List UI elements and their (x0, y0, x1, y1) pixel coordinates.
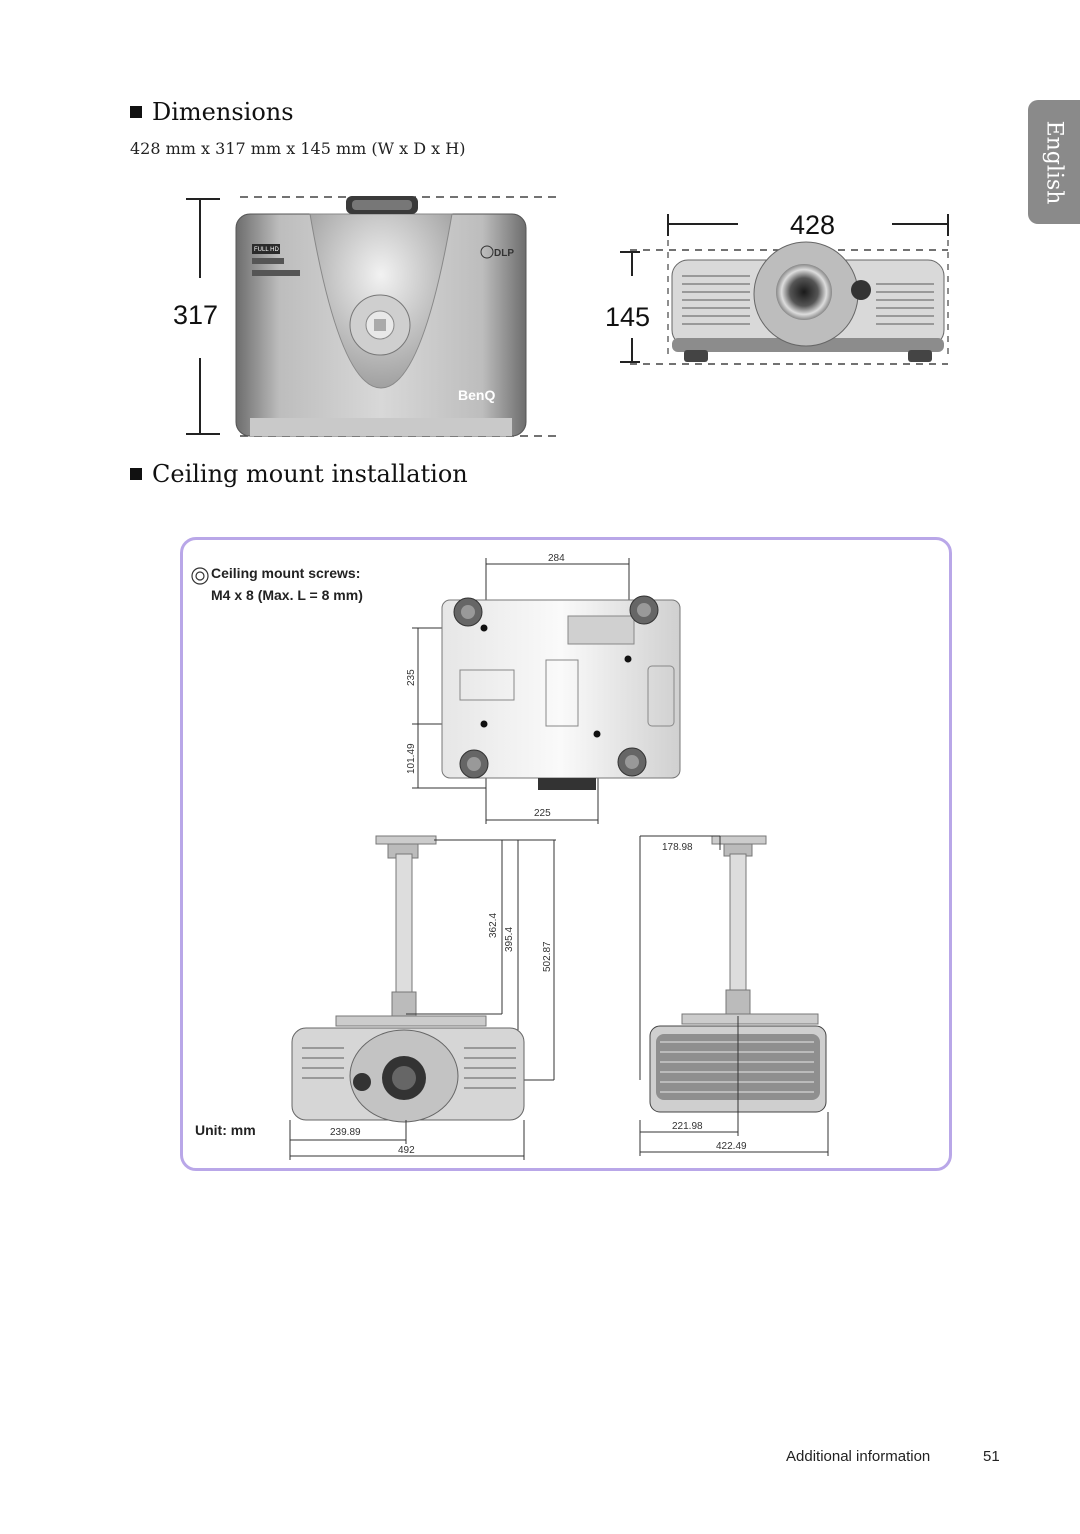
screws-label: Ceiling mount screws: (211, 565, 361, 581)
dlp-logo: DLP (494, 248, 514, 259)
dim-235: 235 (406, 669, 417, 686)
square-bullet-icon (130, 106, 142, 118)
unit-label: Unit: mm (195, 1122, 256, 1138)
projector-front-view (620, 214, 949, 365)
dimensions-heading: Dimensions (130, 98, 294, 126)
dimensions-title: Dimensions (152, 98, 294, 126)
top-depth-value: 317 (173, 300, 219, 330)
full-hd-logo: FULL HD (254, 247, 279, 253)
front-width-value: 428 (790, 210, 836, 240)
screw-marker-icon (191, 567, 209, 585)
side-mount-diagram: 178.98 221.98 422.49 (639, 835, 829, 1156)
dim-225: 225 (534, 808, 551, 819)
dim-221: 221.98 (672, 1121, 703, 1132)
dim-239: 239.89 (330, 1127, 361, 1138)
front-mount-diagram: 362.4 395.4 502.87 239.89 492 (289, 835, 556, 1160)
ceiling-mount-diagram (180, 537, 952, 1171)
ceiling-title: Ceiling mount installation (152, 460, 468, 488)
dim-492: 492 (398, 1145, 415, 1156)
ceiling-heading: Ceiling mount installation (130, 460, 468, 488)
dim-178: 178.98 (662, 842, 693, 853)
square-bullet-icon (130, 468, 142, 480)
footer-section: Additional information (786, 1448, 931, 1465)
page-number: 51 (983, 1448, 1000, 1465)
front-height-value: 145 (605, 302, 651, 332)
dim-101: 101.49 (406, 743, 417, 774)
dim-362: 362.4 (488, 913, 499, 938)
language-tab-label: English (1041, 120, 1067, 204)
screws-spec: M4 x 8 (Max. L = 8 mm) (211, 587, 363, 603)
projector-top-view: FULL HD DLP BenQ (186, 196, 560, 437)
dim-502: 502.87 (542, 941, 553, 972)
dimensions-spec: 428 mm x 317 mm x 145 mm (W x D x H) (130, 139, 466, 158)
bottom-view-diagram: 284 235 101.49 225 (406, 553, 681, 824)
dim-284: 284 (548, 553, 565, 564)
dim-395: 395.4 (504, 927, 515, 952)
brand-logo: BenQ (458, 387, 495, 403)
language-tab: English (1028, 100, 1080, 224)
dim-422: 422.49 (716, 1141, 747, 1152)
